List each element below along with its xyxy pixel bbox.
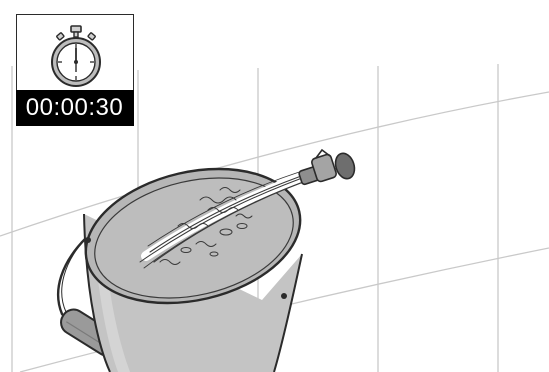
timer-panel: 00:00:30	[16, 14, 134, 125]
stopwatch-icon	[48, 24, 104, 88]
timer-readout: 00:00:30	[16, 90, 134, 126]
water-tap	[298, 150, 357, 185]
